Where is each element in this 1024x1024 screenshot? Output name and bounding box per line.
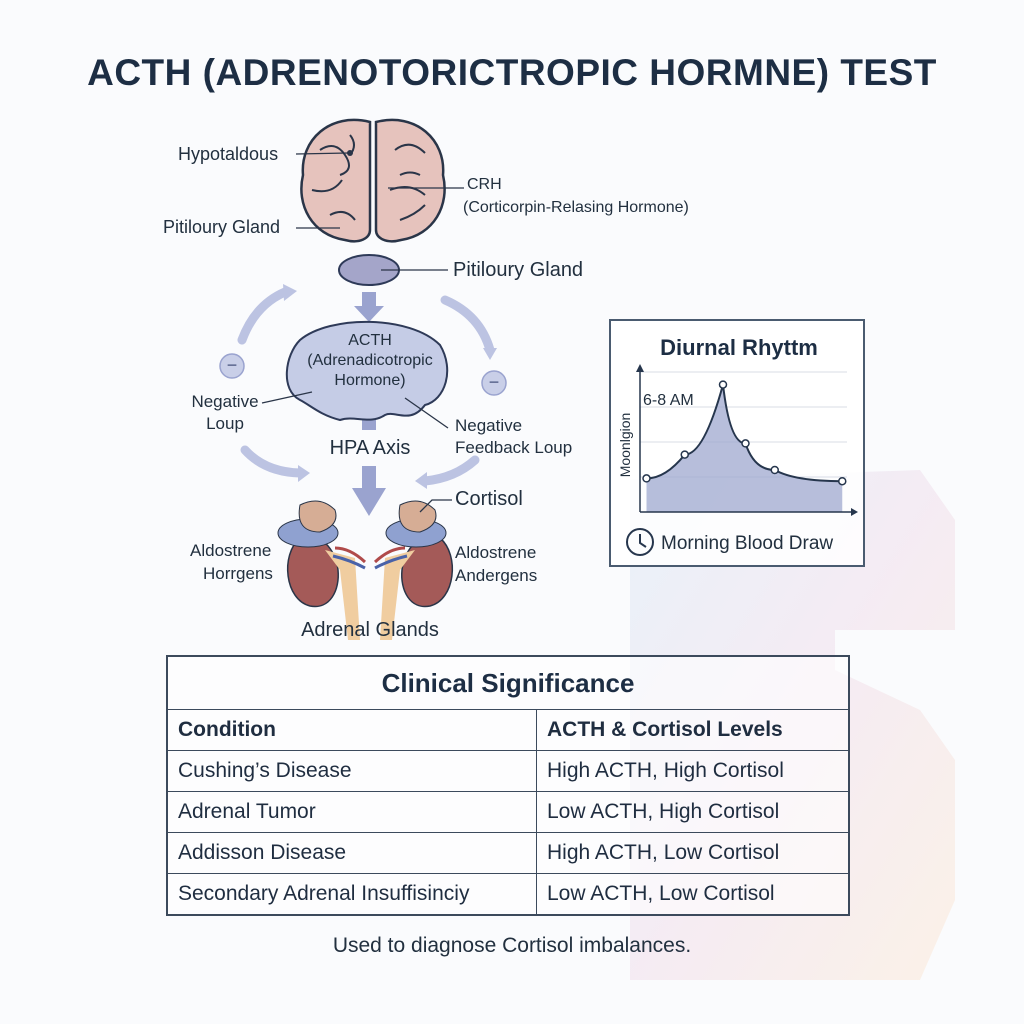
chart-data-point: [741, 439, 750, 448]
cortisol-label: Cortisol: [455, 488, 523, 510]
chart-data-point: [838, 476, 847, 486]
chart-data-point: [770, 465, 779, 475]
chart-data-point: [680, 450, 689, 459]
negative-feedback-right-label: Negative: [455, 416, 523, 435]
peak-annotation: 6-8 AM: [643, 392, 694, 409]
chart-plot: Moonlgion 6-8 AM: [617, 364, 858, 556]
acth-full-label-2: Hormone): [334, 372, 406, 389]
column-header-levels: ACTH & Cortisol Levels: [536, 709, 850, 751]
left-adrenal-label-2: Horrgens: [203, 564, 273, 583]
negative-feedback-right-label-2: Feedback Loup: [455, 438, 573, 457]
condition-cell: Adrenal Tumor: [166, 791, 537, 833]
chart-data-point: [718, 380, 728, 389]
hpa-axis-diagram: [219, 118, 507, 640]
chart-title: Diurnal Rhyttm: [660, 335, 818, 360]
table-row: Cushing’s Disease High ACTH, High Cortis…: [166, 750, 850, 792]
kidney-icon: [277, 500, 367, 640]
acth-label: ACTH: [348, 332, 392, 349]
left-adrenal-label: Aldostrene: [190, 541, 272, 560]
levels-cell: High ACTH, High Cortisol: [536, 750, 850, 792]
minus-right: −: [488, 372, 500, 392]
column-header-condition: Condition: [166, 709, 537, 751]
table-row: Addisson Disease High ACTH, Low Cortisol: [166, 832, 850, 874]
clinical-significance-table: Clinical Significance Condition ACTH & C…: [166, 655, 850, 916]
right-adrenal-label: Aldostrene: [455, 543, 537, 562]
minus-badge-icon: [219, 353, 245, 379]
x-axis-arrow-icon: [851, 508, 858, 516]
hpa-axis-label: HPA Axis: [329, 437, 411, 459]
table-title: Clinical Significance: [166, 655, 850, 710]
condition-cell: Addisson Disease: [166, 832, 537, 874]
footer-note: Used to diagnose Cortisol imbalances.: [332, 934, 692, 957]
condition-cell: Cushing’s Disease: [166, 750, 537, 792]
condition-cell: Secondary Adrenal Insuffisinciy: [166, 873, 537, 916]
feedback-arrow-icon: [237, 287, 495, 486]
hypothalamus-label: Hypotaldous: [178, 144, 279, 164]
table-header-row: Condition ACTH & Cortisol Levels: [166, 709, 850, 751]
negative-loop-left-label: Negative: [191, 392, 259, 411]
table-row: Secondary Adrenal Insuffisinciy Low ACTH…: [166, 873, 850, 916]
pituitary-label-right: Pitiloury Gland: [453, 259, 584, 281]
acth-full-label: (Adrenadicotropic: [307, 352, 433, 369]
negative-loop-left-label-2: Loup: [206, 414, 244, 433]
kidney-icon: [373, 500, 454, 640]
right-adrenal-label-2: Andergens: [455, 566, 538, 585]
crh-full-label: (Corticorpin-Relasing Hormone): [463, 199, 689, 216]
y-axis-arrow-icon: [636, 364, 644, 372]
pituitary-label-left: Pitiloury Gland: [163, 217, 281, 237]
page-title: ACTH (ADRENOTORICTROPIC HORMNE) TEST: [87, 52, 937, 93]
levels-cell: High ACTH, Low Cortisol: [536, 832, 850, 874]
adrenal-glands-label: Adrenal Glands: [301, 619, 439, 641]
minus-left: −: [226, 355, 238, 375]
y-axis-label: Moonlgion: [617, 413, 633, 478]
chart-area-fill: [646, 384, 843, 512]
table-row: Adrenal Tumor Low ACTH, High Cortisol: [166, 791, 850, 833]
brain-icon: [300, 118, 446, 243]
morning-blood-draw-label: Morning Blood Draw: [661, 533, 834, 554]
clock-icon: [626, 528, 654, 556]
levels-cell: Low ACTH, High Cortisol: [536, 791, 850, 833]
acth-cloud: [285, 320, 449, 422]
minus-badge-icon: [481, 370, 507, 396]
chart-data-point: [642, 474, 651, 483]
crh-label: CRH: [467, 176, 502, 193]
levels-cell: Low ACTH, Low Cortisol: [536, 873, 850, 916]
diurnal-rhythm-chart: Moonlgion 6-8 AM Diurnal Rhyttm Morning …: [609, 319, 865, 567]
